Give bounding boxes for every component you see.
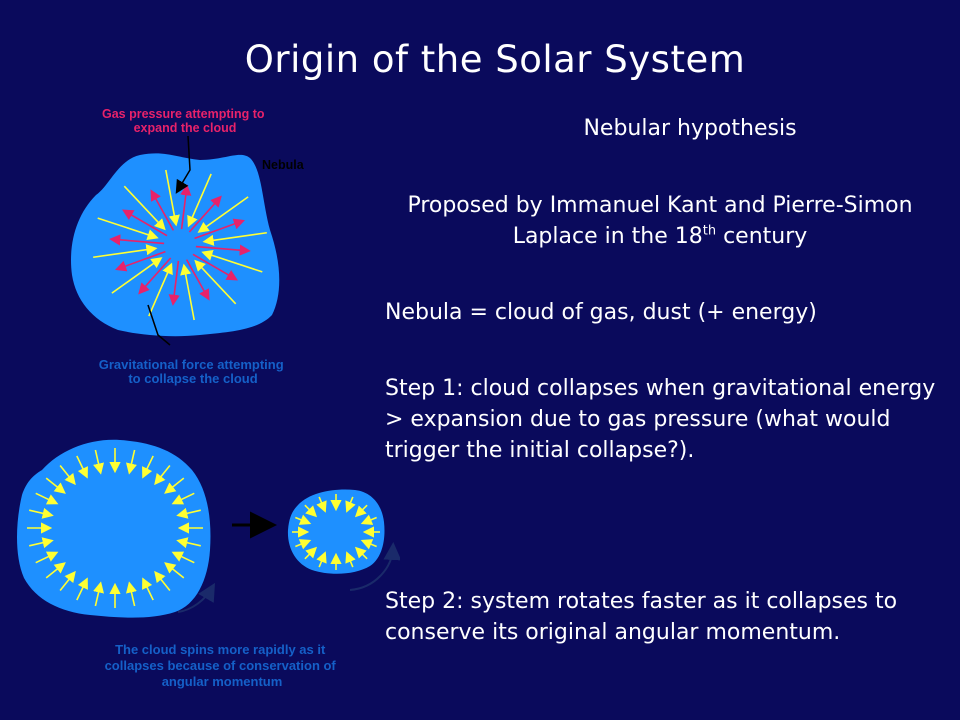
inward-arrow-icon — [126, 449, 137, 475]
gravity-arrow-icon — [194, 259, 237, 305]
inward-arrow-icon — [360, 539, 377, 550]
pressure-label-line1: Gas pressure attempting to — [102, 107, 265, 121]
inward-arrow-icon — [45, 477, 66, 494]
inward-arrow-icon — [29, 507, 54, 519]
inward-arrow-icon — [164, 477, 185, 494]
inward-arrow-icon — [171, 551, 195, 564]
inward-arrow-icon — [142, 577, 154, 601]
pressure-arrow-icon — [192, 253, 238, 281]
gravity-arrow-icon — [180, 263, 195, 321]
inward-arrow-icon — [295, 539, 312, 550]
inward-arrow-icon — [354, 546, 368, 560]
nebula-definition: Nebula = cloud of gas, dust (+ energy) — [385, 300, 817, 325]
pressure-arrow-icon — [180, 184, 192, 230]
inward-arrow-icon — [35, 492, 59, 505]
inward-arrow-icon — [304, 546, 318, 560]
inward-arrow-icon — [171, 492, 195, 505]
inward-arrow-icon — [295, 514, 312, 525]
gravity-arrow-icon — [148, 262, 173, 317]
inward-arrow-icon — [29, 537, 54, 549]
gravity-arrow-icon — [197, 196, 249, 233]
pressure-pointer — [175, 135, 191, 194]
inward-arrow-icon — [76, 577, 88, 601]
spin-label-line2: collapses because of conservation of — [105, 658, 337, 673]
gravity-arrows — [93, 169, 267, 321]
inward-arrow-icon — [126, 581, 137, 607]
inward-arrow-icon — [316, 551, 327, 568]
step-2-text: Step 2: system rotates faster as it coll… — [385, 589, 898, 645]
step-1-text: Step 1: cloud collapses when gravitation… — [385, 376, 936, 463]
nebula-collapse-diagram: Gas pressure attempting to expand the cl… — [17, 107, 400, 689]
subtitle: Nebular hypothesis — [583, 116, 797, 141]
proposed-by-text: Proposed by Immanuel Kant and Pierre-Sim… — [385, 190, 935, 252]
spin-label-line1: The cloud spins more rapidly as it — [115, 642, 326, 657]
pressure-arrow-icon — [109, 234, 165, 246]
svg-text:The cloud spins more rapidly a: The cloud spins more rapidly as it colla… — [105, 642, 340, 689]
gravity-arrow-icon — [165, 169, 180, 227]
proposed-main: Proposed by Immanuel Kant and Pierre-Sim… — [407, 193, 913, 249]
proposed-tail: century — [716, 224, 808, 249]
inward-arrow-icon — [354, 504, 368, 518]
nebula-cloud — [71, 153, 280, 337]
pressure-arrow-icon — [122, 209, 168, 237]
inward-arrow-icon — [142, 455, 154, 479]
inward-arrow-icon — [93, 581, 104, 607]
inward-arrow-icon — [176, 537, 201, 549]
gravity-label-line2: to collapse the cloud — [128, 371, 257, 386]
inward-arrow-icon — [360, 514, 377, 525]
gravity-arrow-icon — [123, 185, 166, 231]
inward-arrow-icon — [304, 504, 318, 518]
inward-arrow-icon — [345, 551, 356, 568]
gravity-arrow-icon — [111, 257, 163, 294]
spin-label-line3: angular momentum — [162, 674, 283, 689]
rotation-arc-large-icon — [177, 582, 216, 613]
gravity-arrow-icon — [187, 173, 212, 228]
inward-arrow-icon — [59, 570, 76, 592]
inward-arrow-icon — [59, 464, 76, 486]
pressure-arrow-icon — [195, 244, 251, 256]
gravity-arrow-icon — [97, 217, 159, 241]
pressure-arrow-icon — [168, 260, 180, 306]
inward-arrow-icon — [35, 551, 59, 564]
inward-arrow-icon — [154, 570, 171, 592]
gravity-arrow-icon — [201, 249, 263, 273]
pressure-arrow-icon — [194, 218, 245, 240]
rotation-arc-small-icon — [349, 542, 400, 591]
inward-arrows-small — [292, 494, 380, 570]
inward-arrow-icon — [176, 507, 201, 519]
gravity-arrow-icon — [93, 244, 158, 259]
inward-arrow-icon — [345, 496, 356, 513]
svg-text:Gravitational force attempting: Gravitational force attempting to collap… — [99, 357, 288, 386]
inward-arrow-icon — [154, 464, 171, 486]
svg-text:Gas pressure attempting to: Gas pressure attempting to expand the cl… — [102, 107, 268, 135]
inward-arrow-icon — [316, 496, 327, 513]
inward-arrow-icon — [93, 449, 104, 475]
inward-arrow-icon — [76, 455, 88, 479]
nebula-label: Nebula — [262, 158, 305, 172]
gravity-label-line1: Gravitational force attempting — [99, 357, 284, 372]
gravity-arrow-icon — [202, 231, 267, 246]
pressure-arrow-icon — [115, 250, 166, 272]
inward-arrows-large — [27, 448, 203, 608]
slide-title: Origin of the Solar System — [244, 38, 746, 81]
proposed-superscript: th — [702, 223, 717, 239]
gravity-pointer — [147, 304, 171, 346]
inward-arrow-icon — [164, 562, 185, 579]
inward-arrow-icon — [45, 562, 66, 579]
pressure-label-line2: expand the cloud — [134, 121, 237, 135]
